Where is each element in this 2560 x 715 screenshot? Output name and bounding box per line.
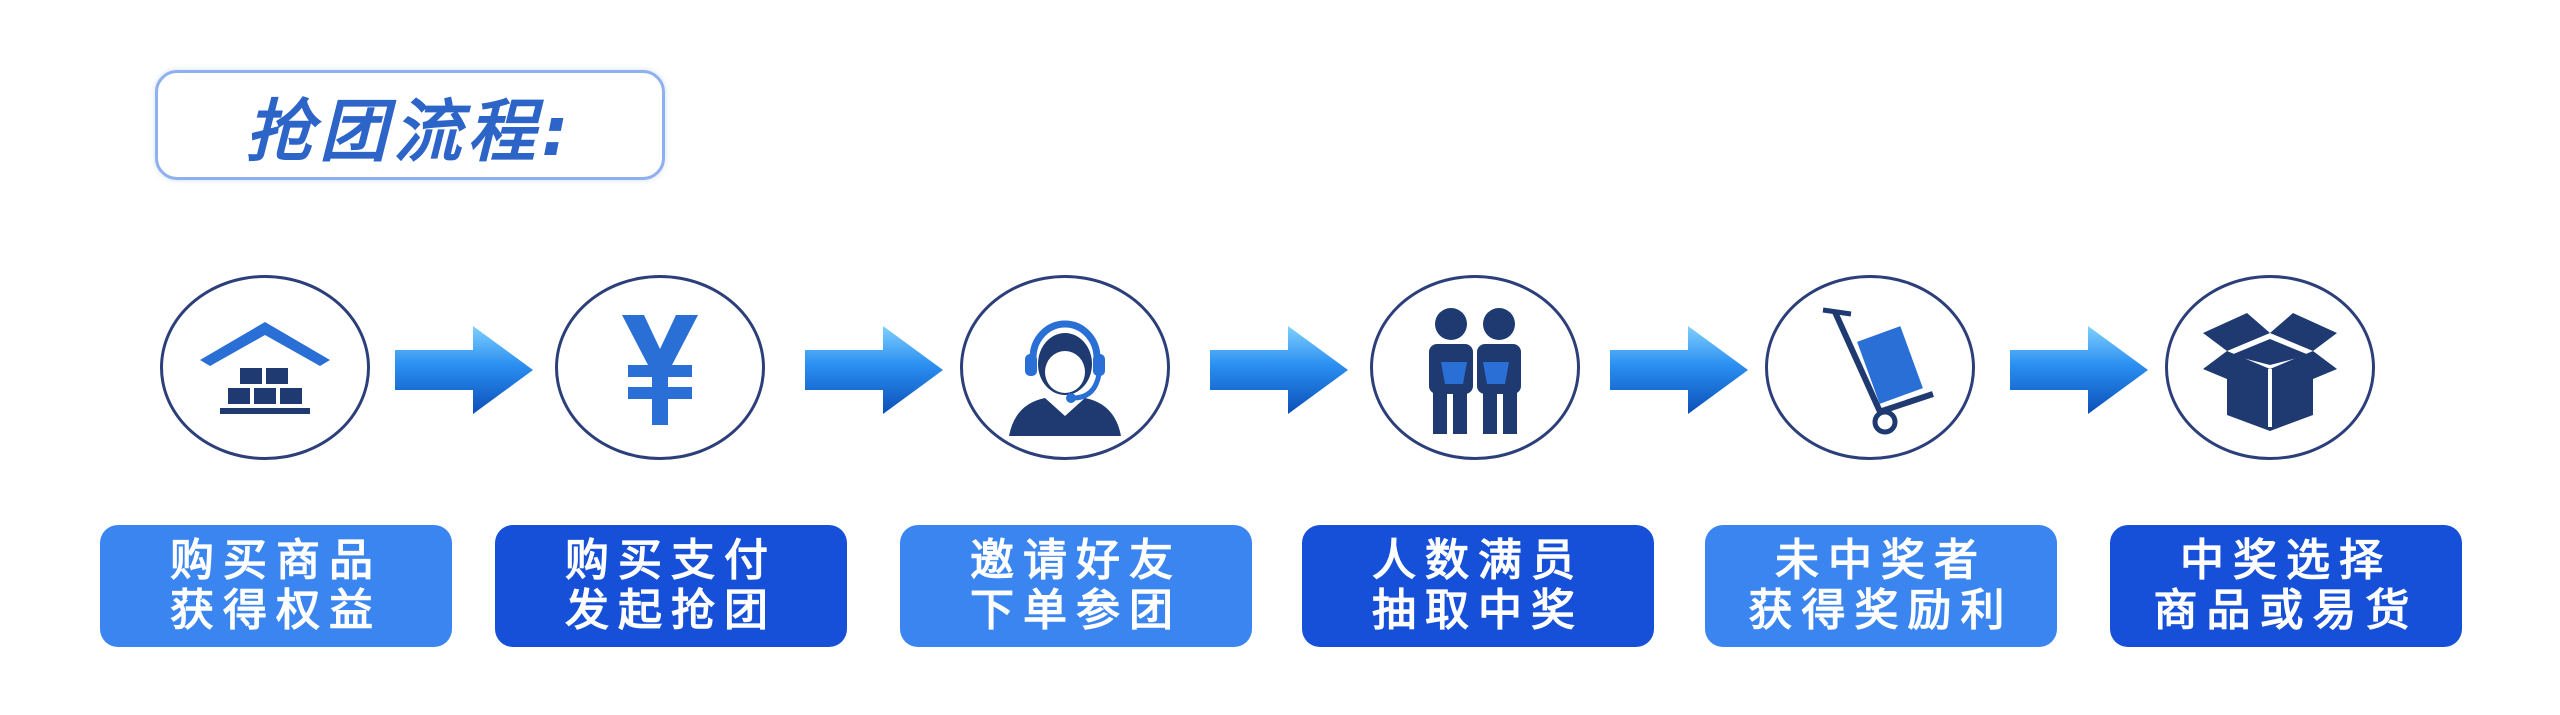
step-4-label: 人数满员 抽取中奖: [1302, 525, 1654, 647]
step-4-line1: 人数满员: [1372, 535, 1584, 586]
step-5-line2: 获得奖励利: [1748, 585, 2014, 636]
title-box: 抢团流程:: [155, 70, 665, 180]
step-1-circle: [160, 275, 370, 460]
warehouse-icon: [200, 321, 330, 414]
yen-icon: [622, 314, 698, 425]
arrow-icon: [805, 326, 943, 414]
step-6-circle: [2165, 275, 2375, 460]
step-6-line1: 中奖选择: [2180, 535, 2392, 586]
hand-truck-icon: [1822, 307, 1934, 434]
step-3-line2: 下单参团: [970, 585, 1182, 636]
step-2-label: 购买支付 发起抢团: [495, 525, 847, 647]
box-icon: [2203, 312, 2337, 431]
step-2-circle: [555, 275, 765, 460]
step-5-circle: [1765, 275, 1975, 460]
step-6-label: 中奖选择 商品或易货: [2110, 525, 2462, 647]
page-title: 抢团流程:: [245, 92, 575, 172]
step-1-line2: 获得权益: [170, 585, 382, 636]
step-3-label: 邀请好友 下单参团: [900, 525, 1252, 647]
step-5-line1: 未中奖者: [1775, 535, 1987, 586]
people-icon: [1429, 307, 1521, 434]
step-4-circle: [1370, 275, 1580, 460]
step-5-label: 未中奖者 获得奖励利: [1705, 525, 2057, 647]
step-4-line2: 抽取中奖: [1372, 585, 1584, 636]
step-6-line2: 商品或易货: [2153, 585, 2419, 636]
arrow-icon: [1610, 326, 1748, 414]
step-1-line1: 购买商品: [170, 535, 382, 586]
arrow-icon: [2010, 326, 2148, 414]
step-3-line1: 邀请好友: [970, 535, 1182, 586]
arrow-icon: [1210, 326, 1348, 414]
step-1-label: 购买商品 获得权益: [100, 525, 452, 647]
step-2-line1: 购买支付: [565, 535, 777, 586]
customer-service-icon: [1009, 320, 1121, 436]
step-2-line2: 发起抢团: [565, 585, 777, 636]
step-3-circle: [960, 275, 1170, 460]
arrow-icon: [395, 326, 533, 414]
